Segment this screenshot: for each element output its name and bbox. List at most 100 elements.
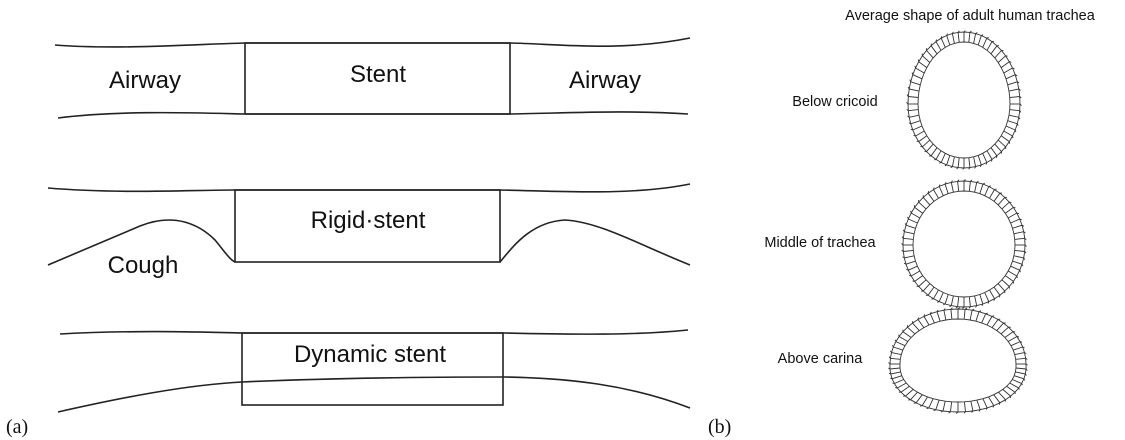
cartilage-hatch	[1010, 265, 1020, 271]
cartilage-hatch	[975, 311, 980, 322]
cartilage-hatch	[957, 181, 960, 192]
cartilage-tick	[963, 179, 966, 182]
cartilage-tick	[933, 158, 937, 161]
cartilage-hatch	[993, 192, 1001, 202]
cartilage-hatch	[930, 45, 938, 55]
trachea-outer-wall	[907, 31, 1021, 169]
cartilage-tick	[908, 122, 911, 125]
cartilage-hatch	[982, 153, 988, 163]
cartilage-tick	[926, 407, 929, 410]
cartilage-tick	[969, 30, 972, 33]
cartilage-hatch	[895, 341, 906, 347]
rigid-stent-box	[234, 189, 501, 263]
cartilage-hatch	[904, 231, 915, 235]
cartilage-tick	[948, 411, 951, 414]
cartilage-hatch	[1014, 375, 1025, 380]
cartilage-hatch	[984, 186, 990, 196]
cartilage-hatch	[969, 310, 973, 321]
rigid-stent-label: Rigid·stent	[311, 207, 426, 234]
cartilage-hatch	[984, 292, 990, 302]
cartilage-hatch	[1005, 125, 1016, 131]
cartilage-hatch	[915, 394, 923, 404]
cartilage-tick	[971, 308, 975, 311]
cartilage-tick	[962, 167, 965, 170]
cartilage-hatch	[1005, 74, 1016, 80]
trachea-inner-wall	[912, 190, 1016, 298]
cartilage-hatch	[997, 139, 1006, 148]
cartilage-hatch	[997, 197, 1006, 206]
cartilage-hatch	[910, 81, 921, 86]
cartilage-hatch	[957, 296, 960, 307]
cartilage-tick	[991, 315, 995, 317]
dynamic-stent-diagram: Dynamic stent	[57, 329, 691, 413]
dynamic-lower-wall	[57, 376, 691, 413]
cartilage-tick	[894, 339, 897, 342]
cartilage-tick	[975, 305, 978, 308]
cartilage-tick	[888, 372, 891, 375]
cartilage-hatch	[1015, 367, 1027, 370]
cartilage-hatch	[908, 96, 919, 98]
cartilage-hatch	[951, 33, 955, 44]
cartilage-hatch	[950, 401, 953, 412]
cartilage-hatch	[912, 322, 920, 331]
cartilage-hatch	[1001, 279, 1010, 287]
trachea-cross-section-above-carina	[888, 307, 1028, 414]
cartilage-hatch	[997, 55, 1006, 63]
cartilage-tick	[1019, 270, 1021, 273]
cartilage-tick	[939, 162, 942, 164]
cartilage-tick	[1016, 212, 1020, 215]
cartilage-tick	[968, 306, 971, 309]
cartilage-tick	[944, 181, 947, 185]
cartilage-tick	[1019, 110, 1022, 113]
cartilage-tick	[917, 317, 919, 320]
cartilage-tick	[987, 301, 990, 304]
cartilage-tick	[963, 30, 966, 33]
cartilage-tick	[902, 256, 905, 259]
cartilage-hatch	[914, 207, 923, 214]
stent-box	[244, 42, 511, 115]
cartilage-hatch	[1003, 130, 1013, 137]
cartilage-tick	[901, 249, 904, 252]
cartilage-tick	[1024, 237, 1027, 241]
cartilage-hatch	[950, 182, 954, 193]
cartilage-tick	[952, 31, 954, 34]
cartilage-tick	[1016, 123, 1019, 126]
cartilage-hatch	[940, 153, 946, 163]
cartilage-hatch	[968, 157, 971, 168]
cartilage-tick	[974, 166, 976, 169]
cartilage-hatch	[990, 45, 998, 55]
dynamic-stent-label: Dynamic stent	[294, 341, 446, 368]
trachea-title: Average shape of adult human trachea	[845, 8, 1096, 24]
cartilage-hatch	[938, 186, 944, 196]
cartilage-tick	[1024, 251, 1027, 254]
cartilage-tick	[1022, 346, 1025, 349]
cartilage-tick	[998, 402, 1001, 405]
cartilage-hatch	[909, 88, 920, 92]
cartilage-tick	[1019, 103, 1022, 106]
cartilage-tick	[955, 411, 959, 414]
cartilage-hatch	[923, 316, 930, 326]
cartilage-tick	[1023, 257, 1026, 260]
cartilage-tick	[910, 210, 912, 214]
cartilage-hatch	[979, 183, 984, 194]
cartilage-hatch	[1007, 81, 1018, 86]
cartilage-hatch	[917, 319, 925, 328]
cartilage-hatch	[991, 319, 999, 328]
cartilage-tick	[919, 405, 923, 407]
cartilage-hatch	[907, 326, 916, 335]
cartilage-hatch	[912, 125, 923, 131]
cartilage-tick	[1024, 352, 1027, 354]
cartilage-hatch	[900, 385, 910, 393]
cartilage-tick	[906, 108, 909, 112]
rigid-stent-diagram: Rigid·stent Cough	[47, 183, 691, 279]
cartilage-tick	[1018, 117, 1021, 120]
cartilage-hatch	[994, 50, 1002, 59]
cartilage-hatch	[973, 156, 977, 167]
cartilage-hatch	[1014, 237, 1025, 240]
trachea-cross-section-middle	[901, 179, 1027, 309]
cartilage-hatch	[927, 192, 935, 202]
cartilage-tick	[936, 309, 939, 312]
cartilage-hatch	[989, 289, 995, 299]
